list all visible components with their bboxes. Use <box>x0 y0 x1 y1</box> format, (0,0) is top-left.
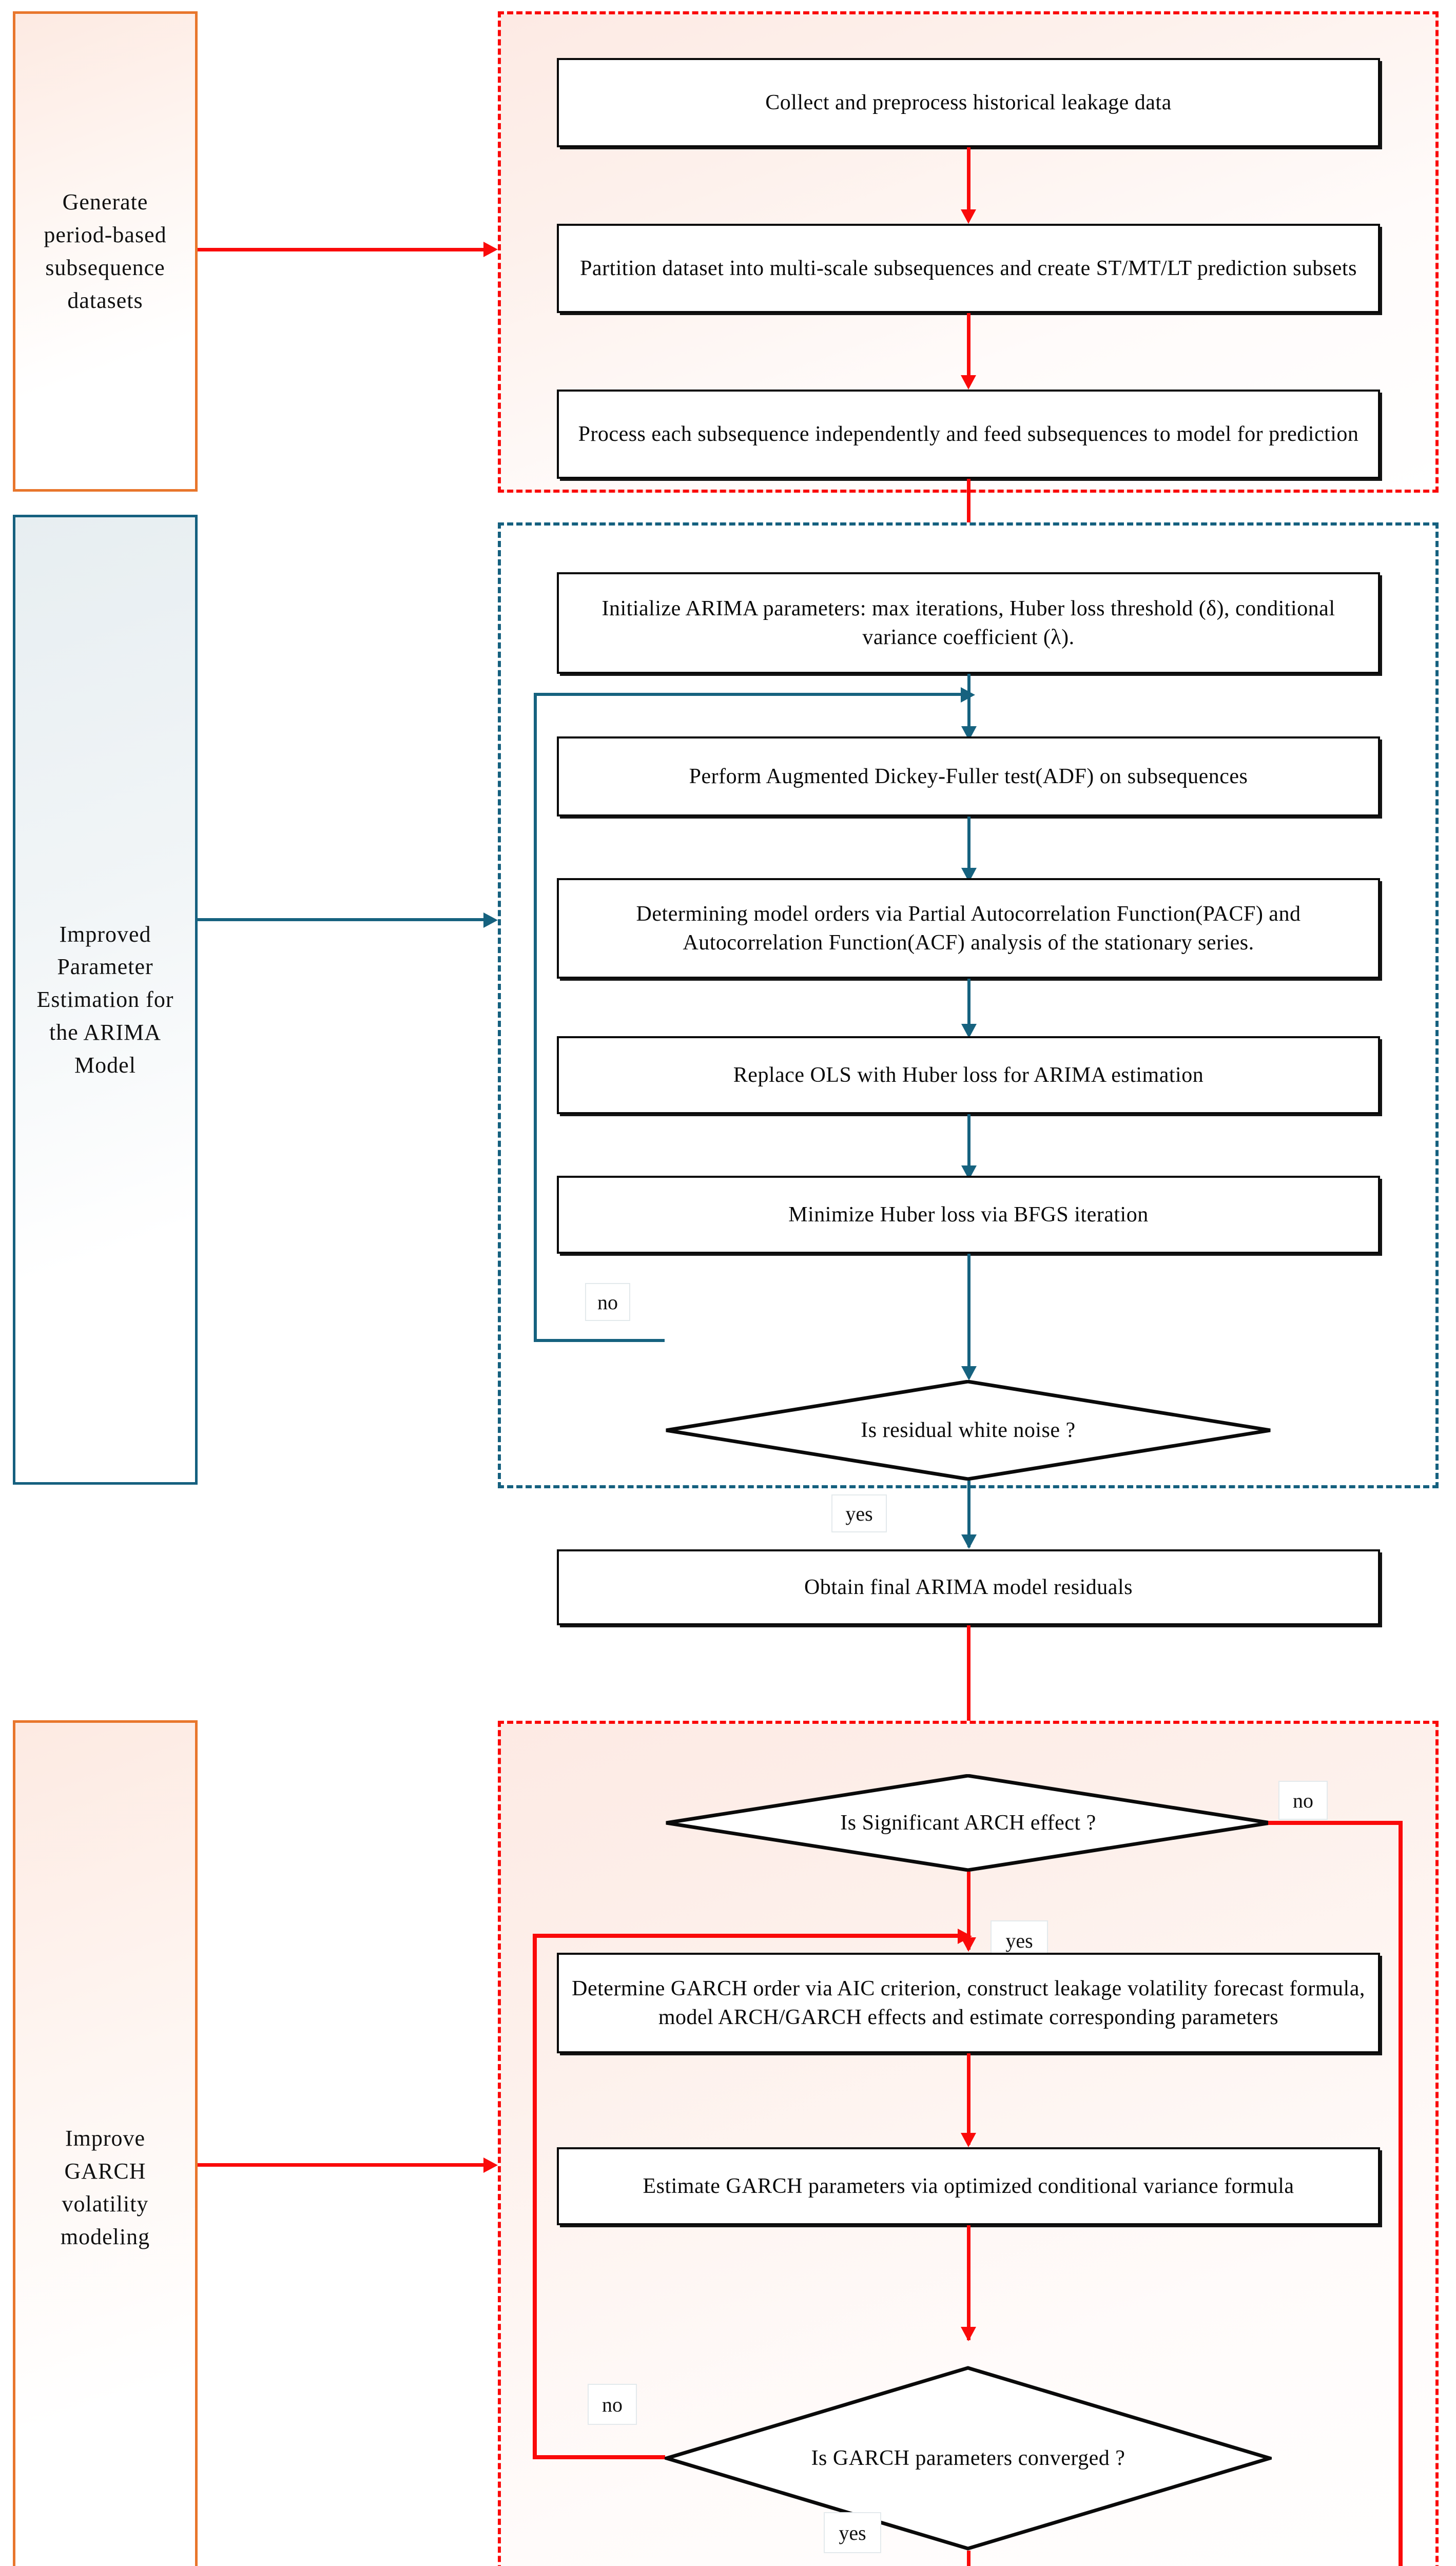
node-init-arima-label: Initialize ARIMA parameters: max iterati… <box>601 596 1335 649</box>
node-arch-decision[interactable]: Is Significant ARCH effect ? <box>665 1774 1272 1872</box>
edge-collect-to-partition <box>967 147 970 216</box>
node-partition-label: Partition dataset into multi-scale subse… <box>580 256 1357 280</box>
node-orders[interactable]: Determining model orders via Partial Aut… <box>557 878 1380 979</box>
loop-residual-vertical <box>534 693 537 1342</box>
loop-residual-arrowhead <box>961 687 975 703</box>
node-arima-residuals[interactable]: Obtain final ARIMA model residuals <box>557 1549 1380 1625</box>
tag-arch-yes-label: yes <box>1005 1929 1033 1952</box>
node-collect[interactable]: Collect and preprocess historical leakag… <box>557 58 1380 147</box>
stage-1-panel[interactable]: Generate period-based subsequence datase… <box>13 11 198 492</box>
tag-residual-yes: yes <box>831 1494 887 1532</box>
node-init-arima[interactable]: Initialize ARIMA parameters: max iterati… <box>557 572 1380 674</box>
edge-arch-no-vertical <box>1399 1821 1403 2566</box>
edge-partition-to-process <box>967 313 970 382</box>
edge-garch-order-to-estimate-arrowhead <box>961 2133 976 2147</box>
stage-2-panel-label: Improved Parameter Estimation for the AR… <box>36 921 174 1078</box>
edge-residual-yes <box>967 1481 970 1547</box>
edge-partition-arrowhead <box>961 375 976 390</box>
node-partition[interactable]: Partition dataset into multi-scale subse… <box>557 224 1380 313</box>
edge-garch-yes <box>967 2551 970 2566</box>
edge-panel3-arrowhead <box>483 2157 498 2173</box>
tag-garch-no: no <box>588 2384 637 2425</box>
node-process-each[interactable]: Process each subsequence independently a… <box>557 390 1380 479</box>
edge-orders-to-huber-arrowhead <box>961 1024 977 1038</box>
stage-1-panel-label: Generate period-based subsequence datase… <box>44 189 167 313</box>
tag-garch-no-label: no <box>602 2393 623 2416</box>
node-garch-converged-decision[interactable]: Is GARCH parameters converged ? <box>665 2366 1272 2551</box>
node-bfgs[interactable]: Minimize Huber loss via BFGS iteration <box>557 1176 1380 1254</box>
tag-arch-no: no <box>1278 1781 1328 1820</box>
node-collect-label: Collect and preprocess historical leakag… <box>765 90 1172 114</box>
loop-garch-horizontal-top <box>533 1934 964 1938</box>
edge-arch-yes <box>967 1872 970 1950</box>
node-arima-residuals-label: Obtain final ARIMA model residuals <box>804 1575 1133 1599</box>
tag-arch-no-label: no <box>1293 1789 1313 1812</box>
loop-garch-arrowhead <box>958 1929 972 1944</box>
edge-panel2-to-stage2 <box>198 918 483 921</box>
edge-panel1-arrowhead <box>483 242 498 257</box>
node-residual-decision[interactable]: Is residual white noise ? <box>665 1380 1272 1481</box>
edge-adf-to-orders <box>967 817 970 877</box>
node-huber[interactable]: Replace OLS with Huber loss for ARIMA es… <box>557 1036 1380 1114</box>
edge-huber-to-bfgs <box>967 1114 970 1175</box>
node-bfgs-label: Minimize Huber loss via BFGS iteration <box>788 1202 1149 1227</box>
loop-garch-vertical <box>533 1934 537 2459</box>
edge-panel3-to-stage3 <box>198 2163 483 2167</box>
edge-bfgs-to-residual <box>967 1254 970 1378</box>
tag-residual-no: no <box>585 1283 630 1321</box>
node-orders-label: Determining model orders via Partial Aut… <box>636 902 1301 955</box>
tag-residual-no-label: no <box>597 1290 618 1314</box>
tag-residual-yes-label: yes <box>845 1502 873 1525</box>
node-garch-order[interactable]: Determine GARCH order via AIC criterion,… <box>557 1953 1380 2053</box>
edge-garch-estimate-to-decision-arrowhead <box>961 2327 976 2341</box>
tag-garch-yes: yes <box>824 2512 881 2553</box>
stage-3-panel-label: Improve GARCH volatility modeling <box>60 2126 150 2249</box>
edge-residual-yes-arrowhead <box>961 1534 977 1549</box>
loop-residual-horizontal-bottom <box>534 1339 665 1342</box>
node-adf-label: Perform Augmented Dickey-Fuller test(ADF… <box>689 764 1248 788</box>
stage-3-panel[interactable]: Improve GARCH volatility modeling <box>13 1720 198 2566</box>
edge-panel2-arrowhead <box>483 912 498 928</box>
node-garch-order-label: Determine GARCH order via AIC criterion,… <box>572 1976 1365 2029</box>
edge-collect-arrowhead <box>961 209 976 224</box>
edge-garch-estimate-to-decision <box>967 2225 970 2340</box>
edge-stage2-to-stage3 <box>967 1625 970 1770</box>
node-garch-estimate[interactable]: Estimate GARCH parameters via optimized … <box>557 2147 1380 2225</box>
edge-arch-no-horizontal <box>1268 1821 1403 1825</box>
node-garch-estimate-label: Estimate GARCH parameters via optimized … <box>643 2174 1294 2198</box>
edge-init-to-adf <box>967 674 970 735</box>
stage-2-panel[interactable]: Improved Parameter Estimation for the AR… <box>13 515 198 1485</box>
tag-garch-yes-label: yes <box>839 2521 866 2544</box>
edge-orders-to-huber <box>967 979 970 1034</box>
loop-residual-horizontal-top <box>534 693 967 696</box>
edge-garch-order-to-estimate <box>967 2053 970 2145</box>
edge-bfgs-to-residual-arrowhead <box>961 1366 977 1381</box>
node-huber-label: Replace OLS with Huber loss for ARIMA es… <box>733 1063 1204 1087</box>
node-adf[interactable]: Perform Augmented Dickey-Fuller test(ADF… <box>557 736 1380 817</box>
node-process-each-label: Process each subsequence independently a… <box>578 422 1359 446</box>
loop-garch-horizontal-bottom <box>533 2455 665 2459</box>
edge-panel1-to-stage1 <box>198 248 483 251</box>
